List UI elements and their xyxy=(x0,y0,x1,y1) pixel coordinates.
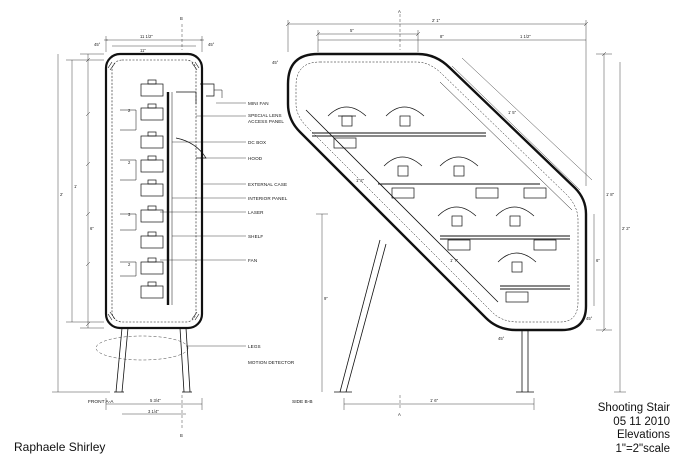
side-dim-notes: AA 2' 1"5"8"1 1/2" 1' 8"2' 2"6" 9"1' 6" … xyxy=(272,9,631,417)
svg-text:9": 9" xyxy=(324,296,328,301)
svg-text:2: 2 xyxy=(128,160,131,165)
svg-text:1' 8": 1' 8" xyxy=(606,192,615,197)
front-components xyxy=(140,79,164,299)
svg-text:1' 6": 1' 6" xyxy=(430,398,439,403)
front-leaders xyxy=(160,102,246,347)
side-inner-case xyxy=(295,61,579,323)
svg-text:11 1/2": 11 1/2" xyxy=(140,34,153,39)
callout-laser: LASER xyxy=(248,210,264,215)
drawing-date: 05 11 2010 xyxy=(613,415,670,428)
callout-external-case: EXTERNAL CASE xyxy=(248,182,287,187)
side-lasers xyxy=(327,106,557,303)
svg-text:6": 6" xyxy=(90,226,94,231)
side-shelves xyxy=(312,132,570,290)
svg-text:2': 2' xyxy=(60,192,63,197)
svg-text:1 1/2": 1 1/2" xyxy=(520,34,531,39)
side-view xyxy=(285,14,626,410)
callout-labels: MINI FAN SPECIAL LENS ACCESS PANEL DC BO… xyxy=(248,101,295,365)
callout-dc-box: DC BOX xyxy=(248,140,266,145)
view-label-front: FRONT A-A xyxy=(88,399,114,405)
svg-text:6": 6" xyxy=(596,258,600,263)
side-outer-case xyxy=(286,52,588,332)
callout-hood: HOOD xyxy=(248,156,263,161)
front-outer-case xyxy=(104,52,204,330)
front-view xyxy=(52,24,246,430)
drawing-subtitle: Elevations xyxy=(616,429,670,441)
svg-text:2' 1": 2' 1" xyxy=(432,18,441,23)
svg-text:1' 7": 1' 7" xyxy=(450,258,459,263)
callout-shelf: SHELF xyxy=(248,234,263,239)
svg-text:45°: 45° xyxy=(272,60,279,65)
callout-legs: LEGS xyxy=(248,344,261,349)
callout-fan: FAN xyxy=(248,258,257,263)
front-legs xyxy=(114,327,192,393)
svg-text:B: B xyxy=(180,433,183,438)
svg-text:1': 1' xyxy=(74,184,77,189)
svg-text:5": 5" xyxy=(350,28,354,33)
author-name: Raphaele Shirley xyxy=(14,440,106,454)
svg-text:2: 2 xyxy=(128,262,131,267)
front-dim-notes: 2' 1' 6" 11 1/2" 11" 5 3/4" 3 1/4" 45° 45° B B… xyxy=(60,16,215,438)
svg-text:A: A xyxy=(398,9,401,14)
drawing-scale: 1"=2"scale xyxy=(615,442,670,455)
svg-text:45°: 45° xyxy=(94,42,101,47)
svg-text:A: A xyxy=(398,412,401,417)
svg-text:1' 5": 1' 5" xyxy=(508,110,517,115)
view-label-side: SIDE B-B xyxy=(292,399,313,405)
svg-text:3 1/4": 3 1/4" xyxy=(148,409,159,414)
svg-text:3: 3 xyxy=(128,212,131,217)
svg-text:45°: 45° xyxy=(498,336,505,341)
svg-text:45°: 45° xyxy=(586,316,593,321)
callout-access-panel: ACCESS PANEL xyxy=(248,119,284,124)
front-inner-case xyxy=(111,59,197,323)
callout-motion-detector: MOTION DETECTOR xyxy=(248,360,295,365)
callout-special-lens: SPECIAL LENS xyxy=(248,113,282,118)
svg-text:45°: 45° xyxy=(208,42,215,47)
svg-text:2' 2": 2' 2" xyxy=(622,226,631,231)
svg-text:B: B xyxy=(180,16,183,21)
svg-text:11": 11" xyxy=(140,48,146,53)
svg-text:8": 8" xyxy=(440,34,444,39)
svg-text:1' 2": 1' 2" xyxy=(356,178,365,183)
callout-mini-fan: MINI FAN xyxy=(248,101,269,106)
svg-text:2: 2 xyxy=(128,108,131,113)
callout-interior-panel: INTERIOR PANEL xyxy=(248,196,288,201)
title-block: Shooting Stair 05 11 2010 Elevations 1"=… xyxy=(598,402,670,456)
drawing-title: Shooting Stair xyxy=(597,402,670,414)
svg-text:5 3/4": 5 3/4" xyxy=(150,398,161,403)
side-legs xyxy=(334,239,534,393)
